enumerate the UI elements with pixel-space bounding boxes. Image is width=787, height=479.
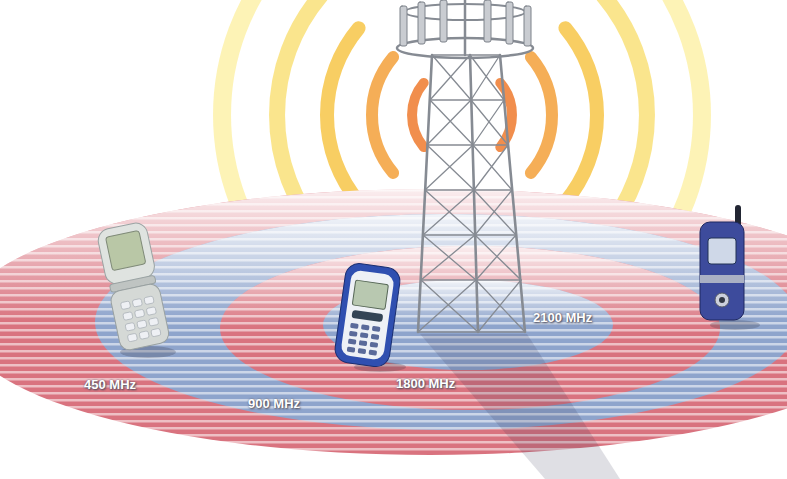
- tower-shadow: [420, 334, 620, 479]
- frequency-band: 2100 MHz: [323, 280, 613, 370]
- phone-shadow: [710, 320, 760, 330]
- frequency-label: 450 MHz: [84, 377, 136, 393]
- frequency-band: 900 MHz 1800 MHz 2100 MHz: [95, 214, 787, 430]
- flip-phone: [96, 221, 170, 352]
- frequency-label: 1800 MHz: [396, 376, 455, 392]
- candybar-phone: [333, 262, 401, 369]
- closed-flip-phone: [700, 205, 744, 320]
- frequency-label: 2100 MHz: [533, 310, 592, 326]
- frequency-label: 900 MHz: [248, 396, 300, 412]
- phone-shadow: [120, 346, 176, 358]
- frequency-band: 1800 MHz 2100 MHz: [220, 246, 720, 410]
- phone-shadow: [354, 362, 406, 372]
- frequency-band: 450 MHz 900 MHz 1800 MHz 2100 MHz: [0, 189, 787, 455]
- cell-tower: [397, 0, 533, 332]
